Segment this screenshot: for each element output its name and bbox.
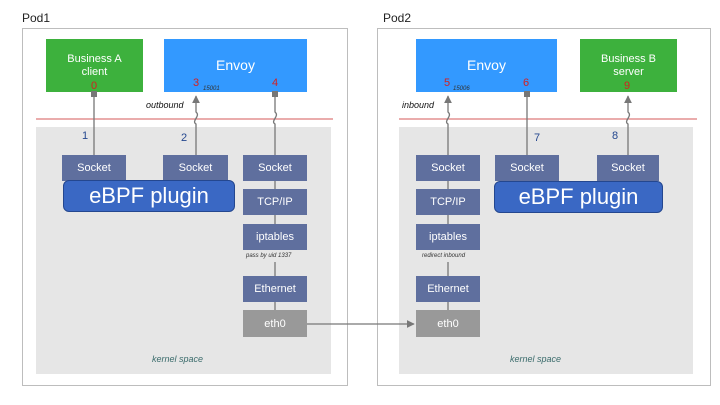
envoy2-out-cap xyxy=(524,91,530,97)
business-a-label-line2: client xyxy=(81,65,108,78)
pod2-envoy-label: Envoy xyxy=(467,57,506,73)
step-4: 4 xyxy=(272,77,279,89)
arrow-socket-5 xyxy=(444,95,452,155)
pod2-iptables: iptables xyxy=(416,224,480,250)
step-0: 0 xyxy=(91,80,98,92)
pod1-tcpip: TCP/IP xyxy=(243,189,307,215)
step-9: 9 xyxy=(624,80,631,92)
arrow-8-9 xyxy=(624,95,632,155)
pod2-socket-server: Socket xyxy=(597,155,659,181)
step-1: 1 xyxy=(82,130,89,142)
pod1-title: Pod1 xyxy=(22,11,51,25)
pod2-title: Pod2 xyxy=(383,11,412,25)
step-3: 3 xyxy=(193,77,200,89)
pod2-kernel-label: kernel space xyxy=(510,354,562,364)
pod2-tcpip: TCP/IP xyxy=(416,189,480,215)
business-b-label-line2: server xyxy=(613,65,644,78)
pod1-ebpf-plugin: eBPF plugin xyxy=(63,180,235,212)
step-2: 2 xyxy=(181,132,188,144)
pod2-ebpf-plugin: eBPF plugin xyxy=(494,181,663,213)
pod1-port: 15001 xyxy=(203,86,220,92)
pod1-socket-client: Socket xyxy=(62,155,126,181)
business-b-server: Business B server xyxy=(580,39,677,92)
inbound-label: inbound xyxy=(402,100,435,110)
step-6: 6 xyxy=(523,77,530,89)
pod1-ethernet: Ethernet xyxy=(243,276,307,302)
pod1-kernel-label: kernel space xyxy=(152,354,204,364)
step-8: 8 xyxy=(612,130,619,142)
pod1-socket-envoy-in: Socket xyxy=(163,155,228,181)
pod1-eth0: eth0 xyxy=(243,310,307,337)
arrow-2-3 xyxy=(192,95,200,155)
step-7: 7 xyxy=(534,132,541,144)
envoy-out-cap xyxy=(272,91,278,97)
pod2-eth0: eth0 xyxy=(416,310,480,337)
outbound-label: outbound xyxy=(146,100,184,110)
pod1-iptables: iptables xyxy=(243,224,307,250)
pod2-port: 15006 xyxy=(453,86,470,92)
business-b-label-line1: Business B xyxy=(600,52,657,65)
pod2-socket-envoy-out: Socket xyxy=(495,155,559,181)
pod2-envoy: Envoy xyxy=(416,39,557,92)
pod2-iptables-note: redirect inbound xyxy=(422,253,466,259)
pod1-socket-envoy-out: Socket xyxy=(243,155,307,181)
pod1-envoy-label: Envoy xyxy=(216,57,255,73)
pod2-socket-envoy-in: Socket xyxy=(416,155,480,181)
business-a-client: Business A client xyxy=(46,39,143,92)
pod1-envoy: Envoy xyxy=(164,39,307,92)
line-4-socket xyxy=(272,96,278,155)
step-5: 5 xyxy=(444,77,451,89)
business-a-label-line1: Business A xyxy=(67,52,122,65)
client-socket-cap xyxy=(91,91,97,97)
pod1-iptables-note: pass by uid 1337 xyxy=(246,253,292,259)
pod2-ethernet: Ethernet xyxy=(416,276,480,302)
